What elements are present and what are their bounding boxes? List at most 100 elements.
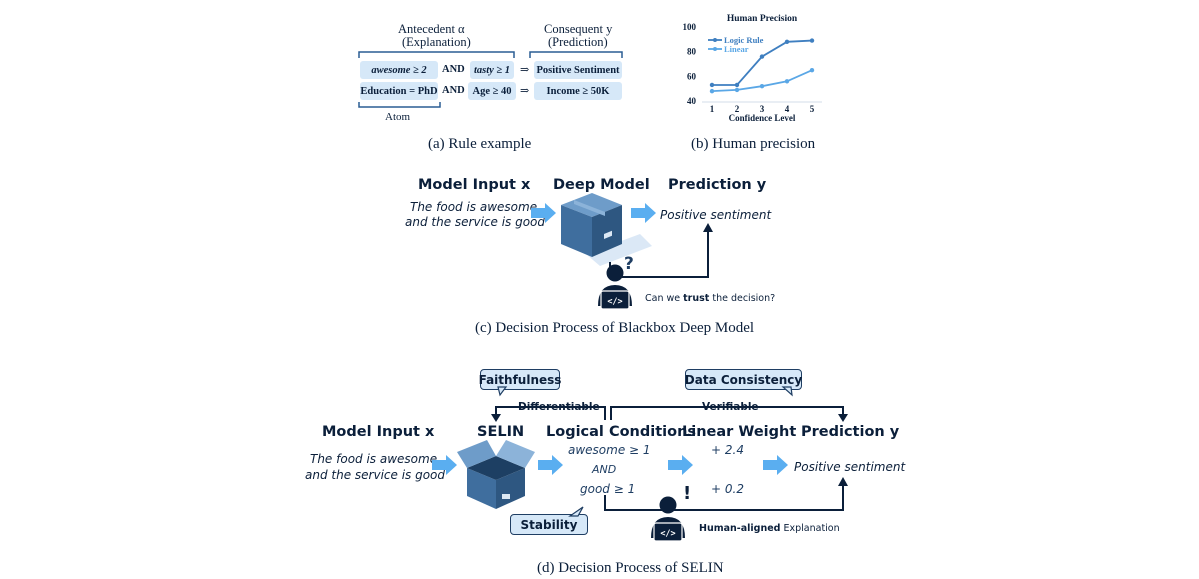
legend-marker: [713, 47, 717, 51]
y-tick-label: 100: [683, 22, 697, 32]
condition-good: good ≥ 1: [580, 482, 636, 496]
atom-education-label: Education = PhD: [360, 85, 438, 97]
question-mark: ?: [624, 254, 634, 274]
conditions-to-weight-arrow: [668, 455, 693, 475]
human-aligned-label: Human-aligned Explanation: [699, 523, 840, 534]
human-aligned-rest: Explanation: [780, 523, 840, 534]
model-input-heading: Model Input x: [418, 177, 531, 193]
faithfulness-callout: Faithfulness: [479, 369, 561, 390]
consequent-subtitle: (Prediction): [548, 35, 608, 49]
input-text-d-line1: The food is awesome,: [310, 452, 441, 466]
x-tick-label: 3: [760, 104, 765, 114]
verifiable-arrowhead: [838, 414, 848, 422]
atom-education: Education = PhD: [360, 82, 438, 100]
logical-conditions-heading: Logical Conditions: [546, 424, 697, 440]
output-text: Positive sentiment: [660, 208, 772, 222]
differentiable-arrowhead: [491, 414, 501, 422]
antecedent-title: Antecedent α: [398, 22, 465, 36]
implies-symbol-2: ⇒: [520, 85, 530, 97]
input-arrow-d: [432, 455, 457, 475]
consequent-title: Consequent y: [544, 22, 613, 36]
selin-open-box-icon: [457, 440, 535, 509]
x-tick-label: 2: [735, 104, 740, 114]
atom-awesome: awesome ≥ 2: [360, 61, 438, 79]
human-aligned-bold: Human-aligned: [699, 523, 781, 534]
human-developer-icon: </>: [598, 264, 632, 310]
feedback-arrowhead-c: [703, 223, 713, 232]
trust-pre: Can we: [645, 293, 684, 304]
feedback-arrowhead-d: [838, 477, 848, 486]
weight-to-prediction-arrow: [763, 455, 788, 475]
x-axis-label: Confidence Level: [729, 113, 796, 123]
data-point: [734, 87, 740, 93]
y-tick-label: 80: [687, 47, 697, 57]
exclamation-mark: !: [683, 483, 692, 504]
weight-value-2: + 0.2: [711, 482, 744, 496]
data-point: [784, 79, 790, 84]
feedback-line-d: [604, 484, 844, 511]
implies-symbol: ⇒: [520, 64, 530, 76]
selin-heading: SELIN: [477, 424, 525, 440]
verifiable-line: [610, 406, 844, 420]
trust-question: Can we trust the decision?: [645, 293, 775, 304]
differentiable-line: [495, 406, 606, 420]
y-tick-label: 40: [687, 96, 697, 106]
condition-awesome: awesome ≥ 1: [568, 443, 651, 457]
stability-tail: [568, 506, 584, 517]
output-arrow-c: [631, 203, 656, 223]
y-tick-label: 60: [687, 71, 697, 81]
data-consistency-tail: [781, 386, 793, 397]
trust-bold: trust: [683, 293, 710, 304]
output-text-d: Positive sentiment: [794, 460, 906, 474]
data-point: [809, 38, 815, 43]
weight-value-1: + 2.4: [711, 443, 744, 457]
atom-age: Age ≥ 40: [468, 82, 516, 100]
deep-model-heading: Deep Model: [553, 177, 650, 193]
caption-d: (d) Decision Process of SELIN: [537, 560, 724, 576]
human-developer-icon-d: </>: [651, 496, 685, 542]
input-text-d-line2: and the service is good: [305, 468, 446, 482]
legend-label: Linear: [724, 44, 749, 54]
caption-a: (a) Rule example: [428, 136, 532, 152]
x-tick-label: 4: [785, 104, 790, 114]
atom-tasty: tasty ≥ 1: [470, 61, 514, 79]
atom-label: Atom: [385, 111, 411, 123]
data-point: [759, 54, 765, 59]
x-tick-label: 5: [810, 104, 815, 114]
x-tick-label: 1: [710, 104, 715, 114]
legend-label: Logic Rule: [724, 35, 764, 45]
data-point: [709, 82, 715, 88]
chart-title: Human Precision: [727, 14, 798, 24]
selin-to-conditions-arrow: [538, 455, 563, 475]
deep-model-box-icon: [561, 193, 622, 257]
caption-b: (b) Human precision: [691, 136, 816, 152]
data-point: [759, 84, 765, 89]
consequent-positive: Positive Sentiment: [534, 61, 622, 79]
legend-marker: [713, 38, 717, 42]
data-point: [784, 39, 790, 44]
trust-post: the decision?: [709, 293, 776, 304]
input-arrow-c: [531, 203, 556, 223]
prediction-heading-d: Prediction y: [801, 424, 900, 440]
prediction-heading: Prediction y: [668, 177, 767, 193]
antecedent-subtitle: (Explanation): [402, 35, 471, 49]
and-operator-2: AND: [442, 85, 465, 96]
caption-c: (c) Decision Process of Blackbox Deep Mo…: [475, 320, 755, 336]
consequent-income: Income ≥ 50K: [534, 82, 622, 100]
faithfulness-tail: [497, 386, 508, 397]
data-point: [709, 88, 715, 94]
linear-weight-heading: Linear Weight: [682, 424, 797, 440]
x-axis-line: [702, 101, 822, 103]
input-text-line1: The food is awesome,: [410, 200, 541, 214]
svg-text:</>: </>: [607, 297, 622, 307]
stability-callout: Stability: [510, 514, 588, 535]
data-point: [734, 82, 740, 88]
input-text-line2: and the service is good: [405, 215, 546, 229]
and-operator: AND: [442, 64, 465, 75]
data-consistency-callout: Data Consistency: [685, 369, 802, 390]
svg-text:</>: </>: [660, 529, 675, 539]
